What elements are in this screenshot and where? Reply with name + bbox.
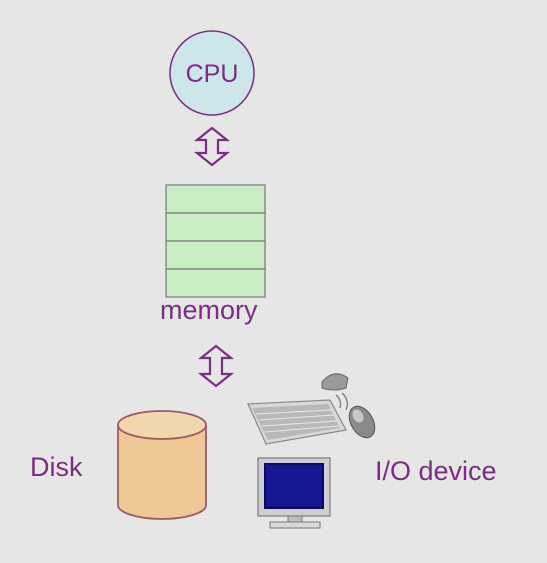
io-device-label: I/O device — [375, 456, 497, 486]
memory-label: memory — [160, 295, 258, 325]
memory-slot — [165, 268, 266, 298]
disk-label: Disk — [30, 452, 83, 482]
cpu-label: CPU — [185, 60, 239, 88]
memory-slot — [165, 240, 266, 270]
disk-cylinder-icon — [117, 410, 207, 520]
cpu-memory-arrow — [193, 126, 231, 167]
mouse-icon — [348, 405, 376, 439]
memory-block — [165, 184, 266, 298]
monitor-icon — [257, 457, 331, 529]
keyboard-icon — [247, 399, 347, 445]
memory-devices-arrow — [197, 344, 235, 388]
cpu-node — [169, 30, 255, 116]
wireless-receiver-icon — [321, 373, 349, 411]
memory-slot — [165, 212, 266, 242]
memory-slot — [165, 184, 266, 214]
